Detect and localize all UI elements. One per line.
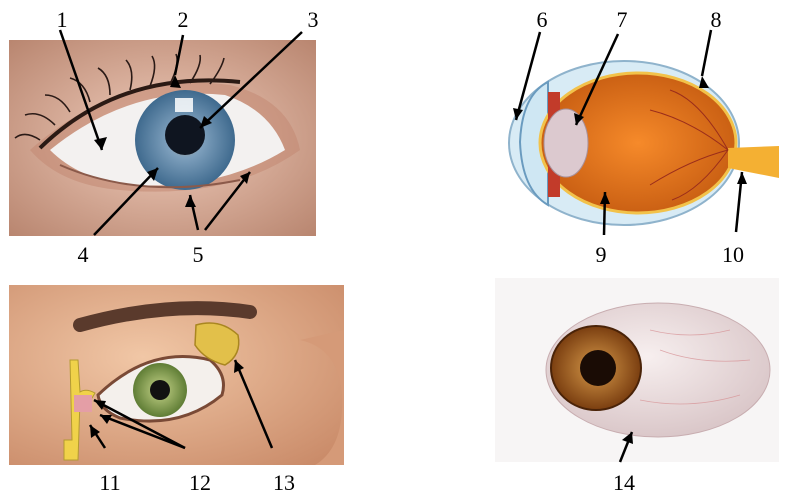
label-5: 5 — [193, 242, 204, 267]
label-14: 14 — [613, 470, 635, 495]
light-reflection — [175, 98, 193, 112]
label-1: 1 — [57, 7, 68, 32]
external-eye-photo — [9, 40, 316, 236]
label-12: 12 — [189, 470, 211, 495]
lacrimal-sac — [74, 395, 92, 412]
label-2: 2 — [178, 7, 189, 32]
label-7: 7 — [617, 7, 628, 32]
label-8: 8 — [711, 7, 722, 32]
pupil-green — [150, 380, 170, 400]
eye-cross-section — [495, 40, 779, 236]
pupil — [165, 115, 205, 155]
label-11: 11 — [99, 470, 120, 495]
label-3: 3 — [308, 7, 319, 32]
label-10: 10 — [722, 242, 744, 267]
label-6: 6 — [537, 7, 548, 32]
label-13: 13 — [273, 470, 295, 495]
eyeball-model — [495, 278, 779, 462]
pupil-brown — [580, 350, 616, 386]
label-9: 9 — [596, 242, 607, 267]
label-4: 4 — [78, 242, 89, 267]
lacrimal-apparatus — [9, 285, 344, 465]
